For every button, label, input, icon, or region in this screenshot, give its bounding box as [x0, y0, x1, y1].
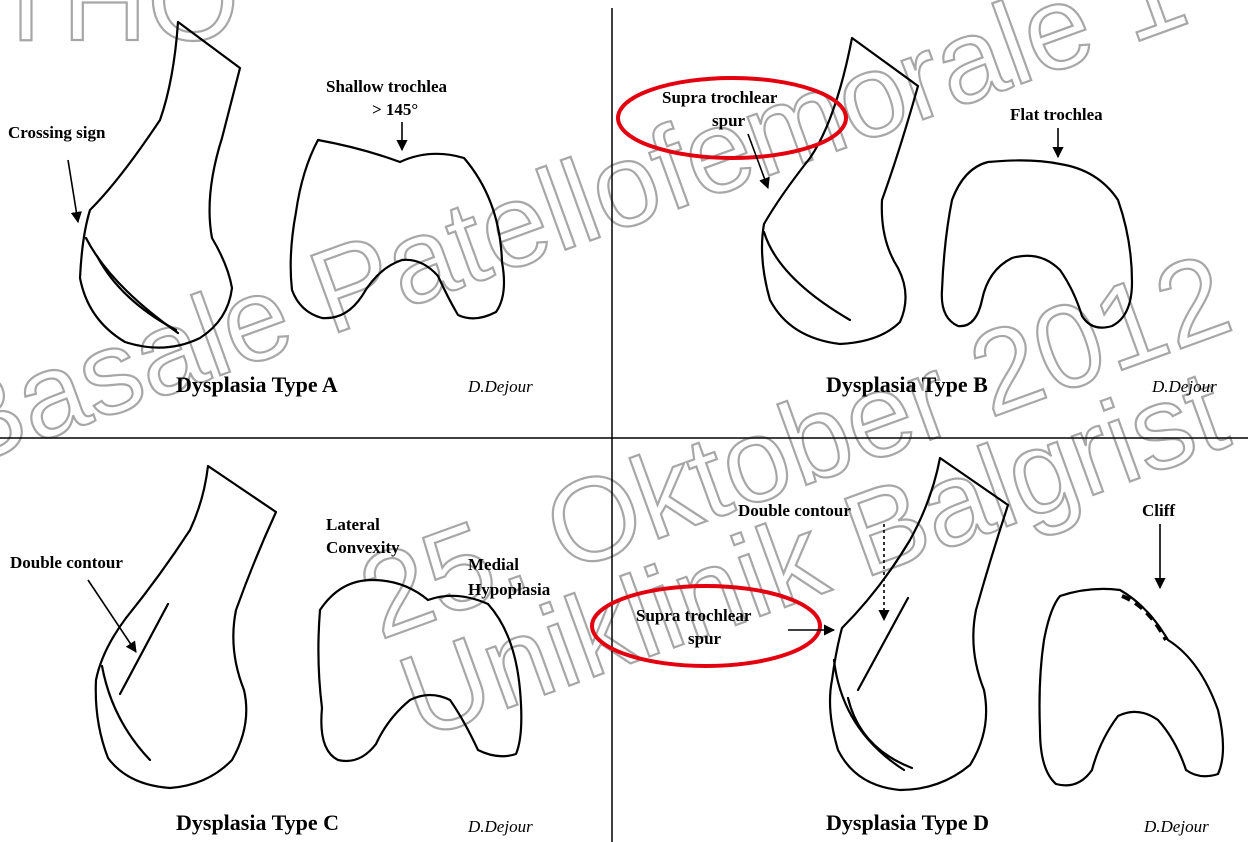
label-crossing-sign: Crossing sign — [8, 123, 106, 142]
femur-lateral-view-c — [96, 466, 276, 788]
arrow-crossing-sign — [68, 160, 78, 222]
trochlea-line-d — [848, 698, 912, 768]
watermark-line-1: THO — [0, 0, 239, 66]
label-medial-c: Medial — [468, 555, 519, 574]
label-double-contour-d: Double contour — [738, 501, 851, 520]
label-convexity-c: Convexity — [326, 538, 400, 557]
double-contour-line-d — [834, 660, 904, 770]
label-double-contour-c: Double contour — [10, 553, 123, 572]
title-type-c: Dysplasia Type C — [176, 810, 339, 835]
double-contour-line-c — [102, 666, 150, 760]
signature-c: D.Dejour — [467, 817, 533, 836]
trochlea-line-b — [764, 232, 850, 320]
label-shallow-angle: > 145° — [372, 100, 418, 119]
label-lateral-c: Lateral — [326, 515, 380, 534]
label-hypoplasia-c: Hypoplasia — [468, 580, 551, 599]
title-type-a: Dysplasia Type A — [176, 372, 338, 397]
title-type-b: Dysplasia Type B — [826, 372, 988, 397]
label-spur-b: spur — [712, 111, 746, 130]
label-flat-trochlea: Flat trochlea — [1010, 105, 1103, 124]
label-cliff: Cliff — [1142, 501, 1175, 520]
cliff-dashed-line — [1122, 596, 1166, 640]
label-supra-trochlear-d: Supra trochlear — [636, 606, 752, 625]
spur-line-d — [858, 598, 908, 690]
signature-b: D.Dejour — [1151, 377, 1217, 396]
signature-d: D.Dejour — [1143, 817, 1209, 836]
label-spur-d: spur — [688, 629, 722, 648]
title-type-d: Dysplasia Type D — [826, 810, 989, 835]
femur-axial-view-d — [1040, 589, 1224, 786]
label-shallow-trochlea: Shallow trochlea — [326, 77, 448, 96]
signature-a: D.Dejour — [467, 377, 533, 396]
label-supra-trochlear-b: Supra trochlear — [662, 88, 778, 107]
